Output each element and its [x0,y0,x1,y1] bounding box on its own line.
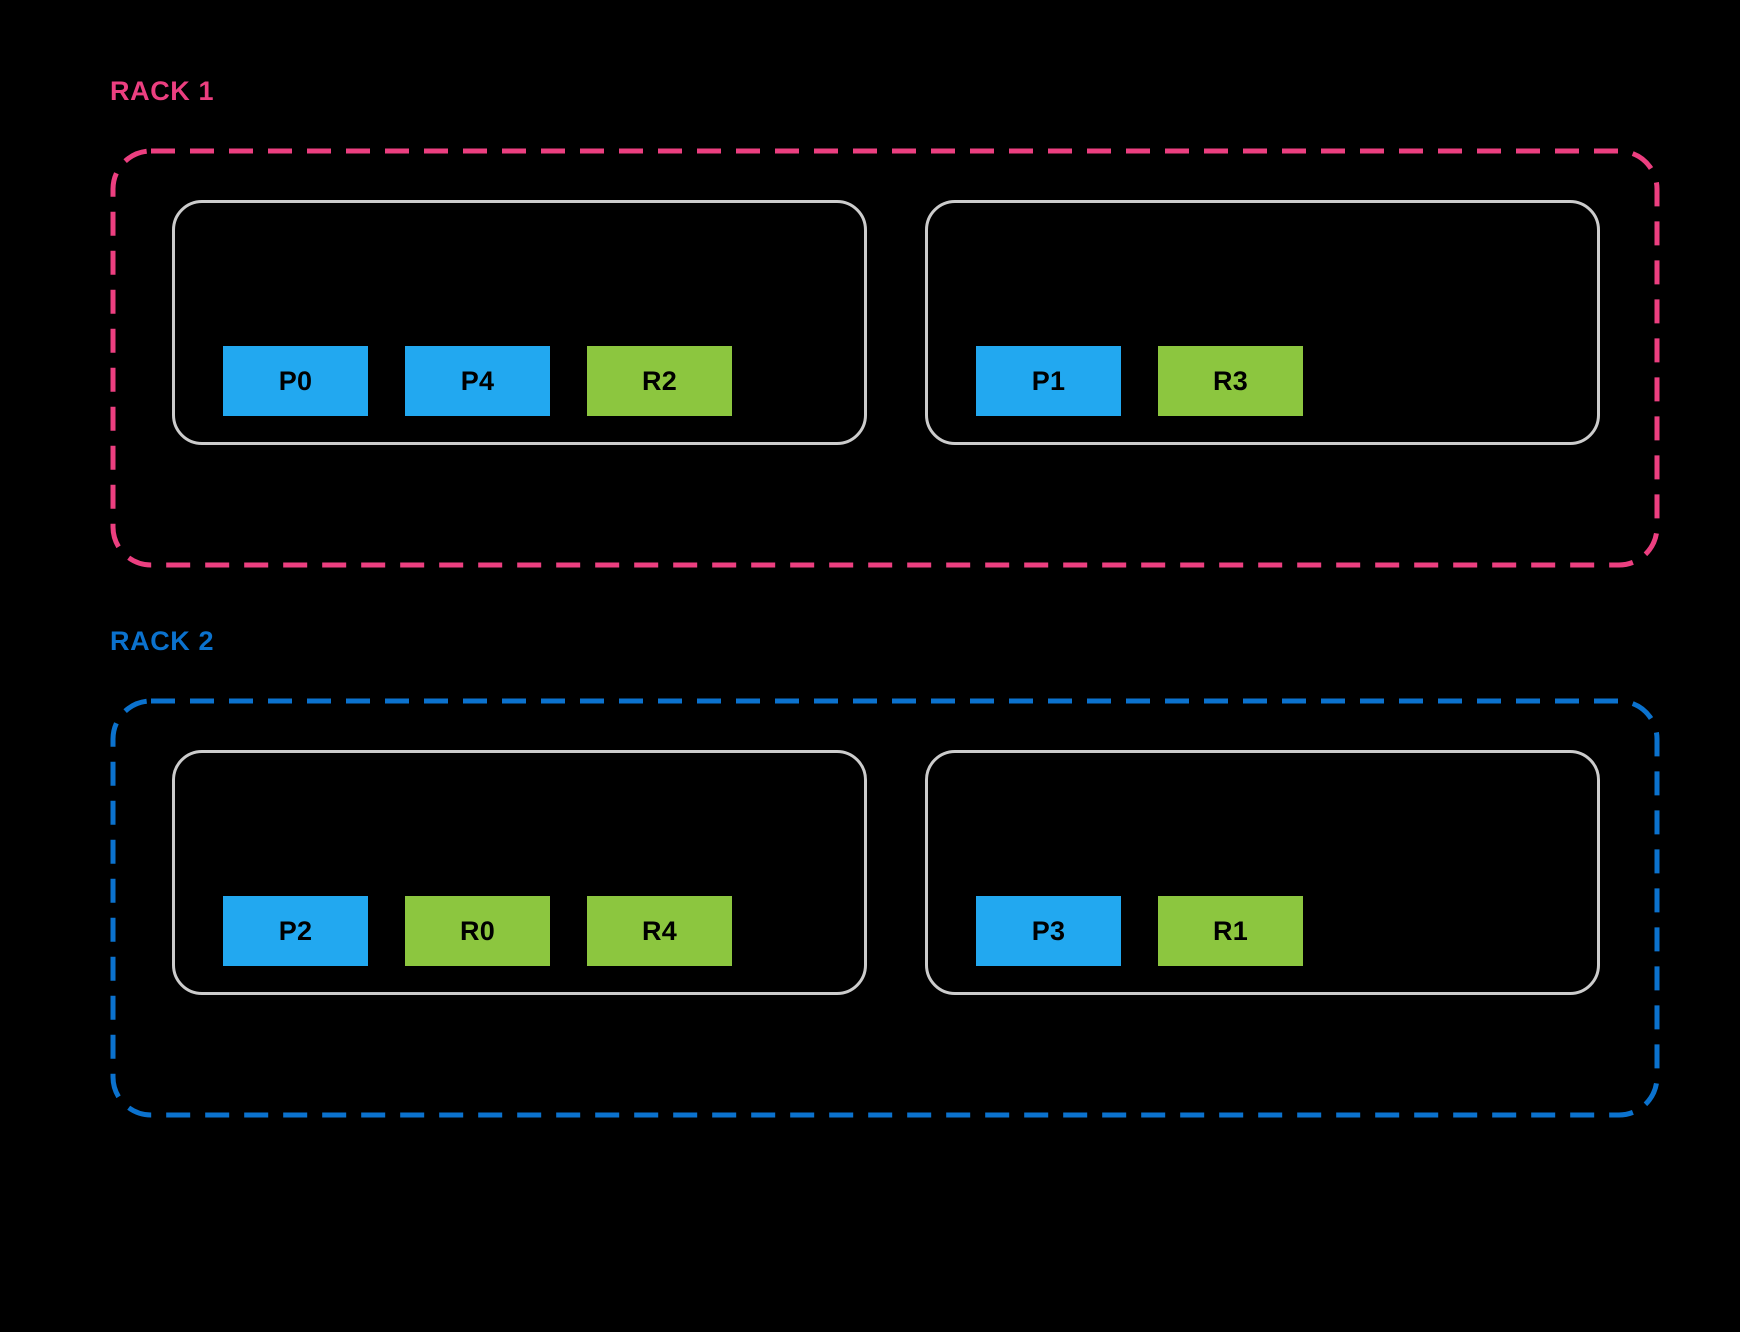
node-box-node-1[interactable]: P0 P4 R2 [172,200,867,445]
node-box-node-2[interactable]: P1 R3 [925,200,1600,445]
node-chip-row: P1 R3 [928,346,1597,416]
rack-label-2: RACK 2 [110,626,215,656]
node-chip-row: P2 R0 R4 [175,896,864,966]
partition-chip-p0[interactable]: P0 [223,346,368,416]
rack-outline-2: P2 R0 R4 P3 R1 [110,698,1660,1118]
partition-chip-p2[interactable]: P2 [223,896,368,966]
replica-chip-r1[interactable]: R1 [1158,896,1303,966]
replica-chip-r4[interactable]: R4 [587,896,732,966]
rack-outline-1: P0 P4 R2 P1 R3 [110,148,1660,568]
replica-chip-r3[interactable]: R3 [1158,346,1303,416]
rack-label-1: RACK 1 [110,76,215,106]
partition-chip-p3[interactable]: P3 [976,896,1121,966]
node-box-node-3[interactable]: P2 R0 R4 [172,750,867,995]
rack-dashed-rect-2 [110,698,1660,1118]
partition-chip-p4[interactable]: P4 [405,346,550,416]
replica-chip-r0[interactable]: R0 [405,896,550,966]
replica-chip-r2[interactable]: R2 [587,346,732,416]
node-chip-row: P3 R1 [928,896,1597,966]
node-box-node-4[interactable]: P3 R1 [925,750,1600,995]
partition-chip-p1[interactable]: P1 [976,346,1121,416]
rack-dashed-rect-1 [110,148,1660,568]
node-chip-row: P0 P4 R2 [175,346,864,416]
